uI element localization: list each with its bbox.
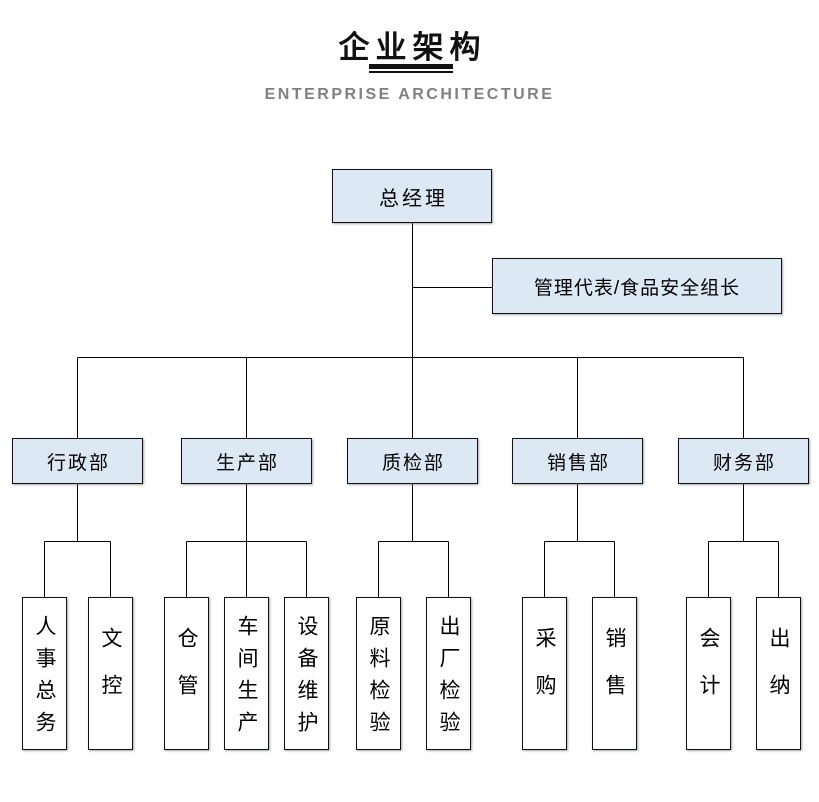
staff-label: 管理代表/食品安全组长 xyxy=(533,277,741,299)
dept-box-quality: 质检部 xyxy=(347,438,478,484)
dept-label: 销售部 xyxy=(546,452,610,474)
leaf-label: 采购 xyxy=(533,626,556,721)
leaf-box-outgoing-inspection: 出厂检验 xyxy=(426,597,471,750)
root-label: 总经理 xyxy=(379,187,448,210)
leaf-label: 人事总务 xyxy=(33,614,56,743)
leaf-box-workshop-production: 车间生产 xyxy=(224,597,269,750)
leaf-label: 设备维护 xyxy=(295,614,318,743)
dept-label: 质检部 xyxy=(381,452,445,474)
title-underline xyxy=(369,64,453,73)
staff-box-management-representative: 管理代表/食品安全组长 xyxy=(492,258,782,314)
leaf-box-sales: 销售 xyxy=(592,597,637,750)
leaf-label: 车间生产 xyxy=(235,614,258,743)
leaf-label: 原料检验 xyxy=(367,614,390,743)
dept-box-production: 生产部 xyxy=(181,438,312,484)
page-title: 企业架构 xyxy=(338,30,487,65)
leaf-box-accounting: 会计 xyxy=(686,597,731,750)
leaf-label: 销售 xyxy=(603,626,626,721)
leaf-label: 出厂检验 xyxy=(437,614,460,743)
page-subtitle: ENTERPRISE ARCHITECTURE xyxy=(264,86,555,103)
root-box-general-manager: 总经理 xyxy=(332,169,492,223)
leaf-label: 出纳 xyxy=(767,626,790,721)
leaf-box-procurement: 采购 xyxy=(522,597,567,750)
leaf-box-equipment-maintenance: 设备维护 xyxy=(284,597,329,750)
dept-label: 行政部 xyxy=(46,452,110,474)
leaf-box-hr-general-affairs: 人事总务 xyxy=(22,597,67,750)
dept-label: 生产部 xyxy=(215,452,279,474)
leaf-box-document-control: 文控 xyxy=(88,597,133,750)
dept-label: 财务部 xyxy=(712,452,776,474)
leaf-box-cashier: 出纳 xyxy=(756,597,801,750)
leaf-label: 会计 xyxy=(697,626,720,721)
leaf-box-raw-material-inspection: 原料检验 xyxy=(356,597,401,750)
dept-box-finance: 财务部 xyxy=(678,438,809,484)
leaf-label: 文控 xyxy=(99,626,122,721)
leaf-box-warehouse: 仓管 xyxy=(164,597,209,750)
dept-box-sales: 销售部 xyxy=(512,438,643,484)
leaf-label: 仓管 xyxy=(175,626,198,721)
dept-box-admin: 行政部 xyxy=(12,438,143,484)
